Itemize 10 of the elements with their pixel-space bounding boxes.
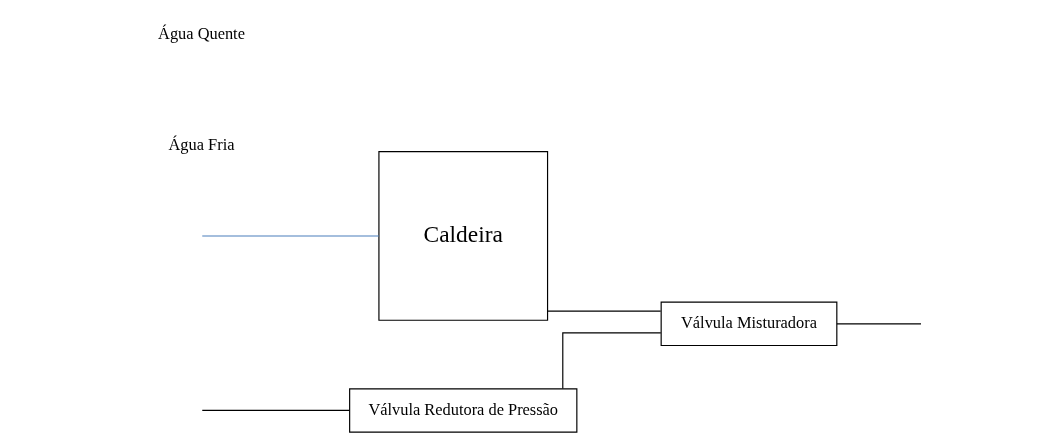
connector bbox=[201, 409, 350, 412]
connector bbox=[201, 235, 379, 237]
label: Água Quente bbox=[157, 23, 245, 43]
node-box: Válvula Misturadora bbox=[660, 301, 837, 347]
connector bbox=[561, 332, 661, 389]
label: Água Fria bbox=[168, 135, 234, 155]
connector bbox=[835, 323, 922, 325]
node-box: Válvula Redutora de Pressão bbox=[348, 388, 577, 433]
connector bbox=[546, 310, 661, 312]
node-box: Caldeira bbox=[377, 151, 548, 321]
